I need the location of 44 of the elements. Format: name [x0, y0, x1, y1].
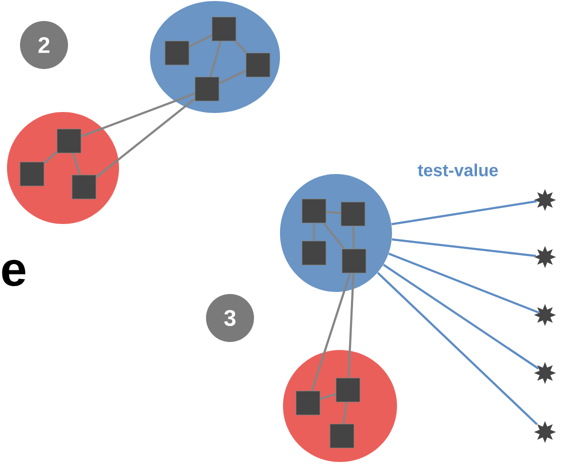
- node-square: [342, 248, 366, 274]
- connector-line: [322, 222, 346, 250]
- connector-line: [80, 92, 196, 138]
- star-node: [534, 246, 556, 268]
- connector-line: [382, 264, 539, 370]
- connector-line: [209, 40, 222, 78]
- value-label: test-value: [418, 164, 498, 176]
- node-square: [302, 240, 326, 266]
- connector-line: [348, 273, 354, 378]
- connector-line: [72, 152, 82, 176]
- connector-line: [326, 210, 341, 214]
- connector-line: [342, 402, 348, 424]
- node-square: [340, 202, 366, 226]
- node-square: [20, 162, 44, 186]
- text-fragment: e: [2, 260, 26, 286]
- node-square: [72, 174, 96, 200]
- node-square: [212, 16, 236, 42]
- star-node: [534, 421, 556, 443]
- connector-line: [388, 252, 540, 314]
- connector-line: [234, 40, 248, 54]
- connector-line: [320, 392, 336, 400]
- connector-line: [96, 98, 196, 178]
- connector-line: [44, 151, 58, 164]
- number-badge: 2: [20, 21, 68, 69]
- connector-line: [310, 272, 352, 392]
- connector-line: [392, 238, 536, 258]
- node-square: [296, 390, 320, 416]
- star-node: [534, 304, 556, 326]
- connector-line: [312, 223, 316, 241]
- node-square: [194, 76, 220, 102]
- connector-line: [377, 272, 538, 426]
- node-square: [164, 40, 190, 66]
- connector-line: [188, 34, 212, 48]
- connector-line: [218, 70, 246, 84]
- node-square: [56, 128, 82, 154]
- node-square: [330, 424, 354, 448]
- number-badge: 3: [206, 294, 254, 342]
- star-node: [534, 362, 556, 384]
- connector-line: [391, 200, 537, 226]
- node-square: [336, 378, 360, 402]
- connector-line: [352, 226, 355, 249]
- node-square: [246, 52, 270, 78]
- star-node: [534, 189, 556, 211]
- node-square: [302, 198, 326, 224]
